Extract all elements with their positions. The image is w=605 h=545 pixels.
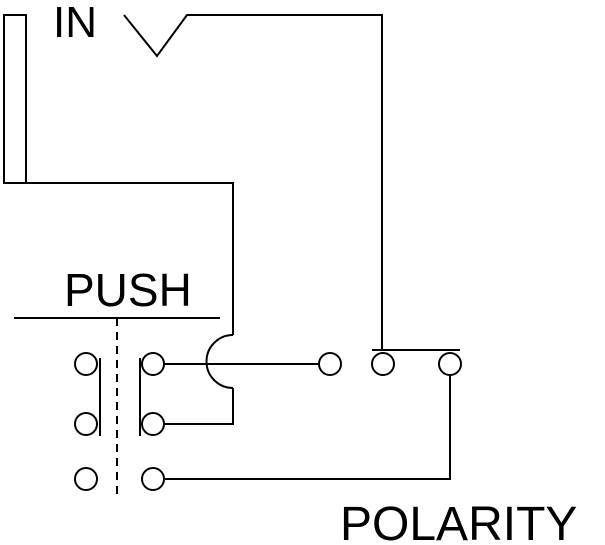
switch-terminal-right-1	[141, 352, 165, 376]
output-terminal-1	[318, 352, 342, 376]
switch-terminal-left-1	[74, 352, 98, 376]
switch-terminal-left-2	[74, 412, 98, 436]
sleeve-wire-lower	[164, 388, 234, 425]
sleeve-wire	[26, 182, 234, 335]
switch-terminal-right-3	[141, 467, 165, 491]
push-label: PUSH	[64, 264, 192, 316]
input-label: IN	[53, 0, 97, 47]
polarity-label: POLARITY	[340, 498, 577, 545]
jack-tip	[123, 14, 383, 350]
output-terminal-2	[371, 352, 395, 376]
polarity-return-wire	[164, 375, 451, 480]
switch-terminal-right-2	[141, 412, 165, 436]
output-terminal-3	[438, 352, 462, 376]
wire-crossover	[205, 334, 234, 389]
switch-terminal-left-3	[74, 467, 98, 491]
jack-sleeve	[3, 14, 27, 184]
